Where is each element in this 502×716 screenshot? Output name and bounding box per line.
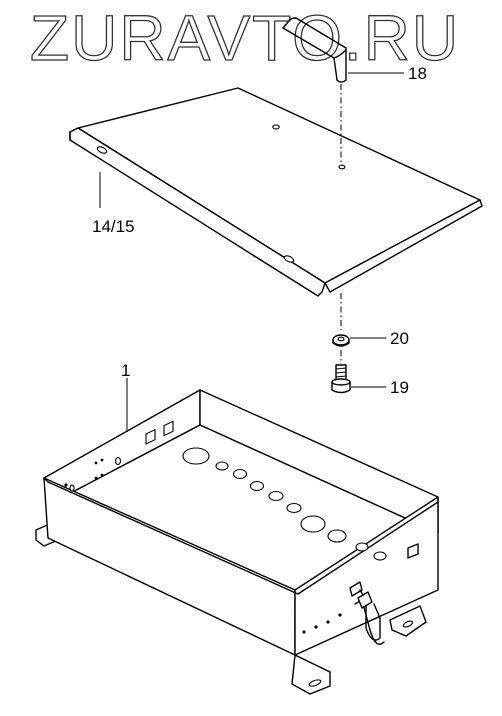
watermark-text: ZURAVTO.RU: [30, 2, 460, 74]
callout-bolt: 19: [390, 378, 409, 397]
callout-lid: 14/15: [92, 217, 135, 236]
box-part: [35, 389, 439, 695]
washer-part: [332, 334, 350, 347]
callout-washer: 20: [390, 329, 409, 348]
lid-part: [69, 87, 483, 297]
callout-handle: 18: [408, 64, 427, 83]
callout-box: 1: [121, 361, 130, 380]
handle-part: [282, 17, 347, 83]
bolt-part: [331, 364, 351, 394]
